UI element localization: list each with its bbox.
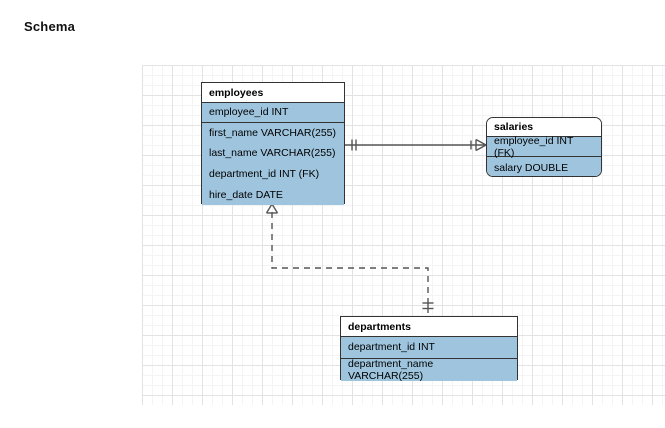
- entity-table-salaries[interactable]: salaries employee_id INT (FK) salary DOU…: [486, 117, 602, 177]
- entity-row: employee_id INT (FK): [487, 135, 601, 159]
- entity-table-employees[interactable]: employees employee_id INT first_name VAR…: [201, 82, 345, 205]
- entity-row: salary DOUBLE: [487, 157, 601, 176]
- entity-title-salaries: salaries: [487, 118, 601, 136]
- entity-title-employees: employees: [202, 83, 344, 102]
- entity-row: first_name VARCHAR(255): [202, 122, 344, 144]
- entity-table-departments[interactable]: departments department_id INT department…: [340, 316, 518, 382]
- entity-row: department_id INT (FK): [202, 163, 344, 185]
- entity-row: last_name VARCHAR(255): [202, 143, 344, 164]
- entity-row: employee_id INT: [202, 102, 344, 123]
- page-title: Schema: [24, 19, 76, 34]
- entity-row: hire_date DATE: [202, 184, 344, 205]
- entity-title-departments: departments: [341, 317, 517, 336]
- entity-row: department_id INT: [341, 336, 517, 359]
- entity-row: department_name VARCHAR(255): [341, 358, 517, 382]
